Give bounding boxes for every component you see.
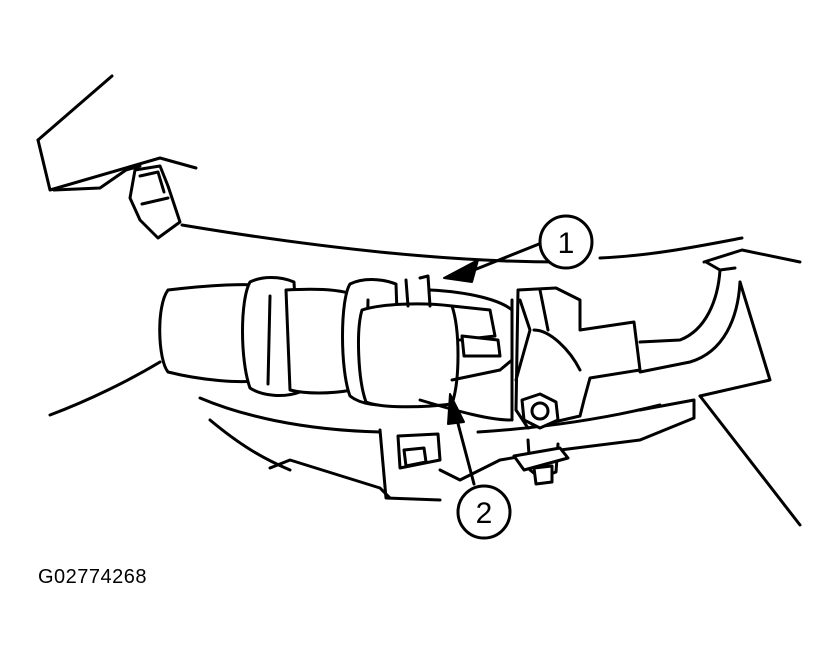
bolt-icon <box>512 392 570 486</box>
right-bracket <box>638 248 802 527</box>
figure-id-label: G02774268 <box>38 566 148 588</box>
callout-1: 1 <box>443 214 594 283</box>
callout-2: 2 <box>447 393 512 540</box>
lower-housing <box>48 360 696 502</box>
upper-trim-panel <box>36 74 744 264</box>
mounting-plate <box>514 286 642 430</box>
actuator-body <box>158 274 514 422</box>
mounting-clip <box>128 164 182 240</box>
callout-2-label: 2 <box>476 497 493 530</box>
callout-1-label: 1 <box>558 227 575 260</box>
